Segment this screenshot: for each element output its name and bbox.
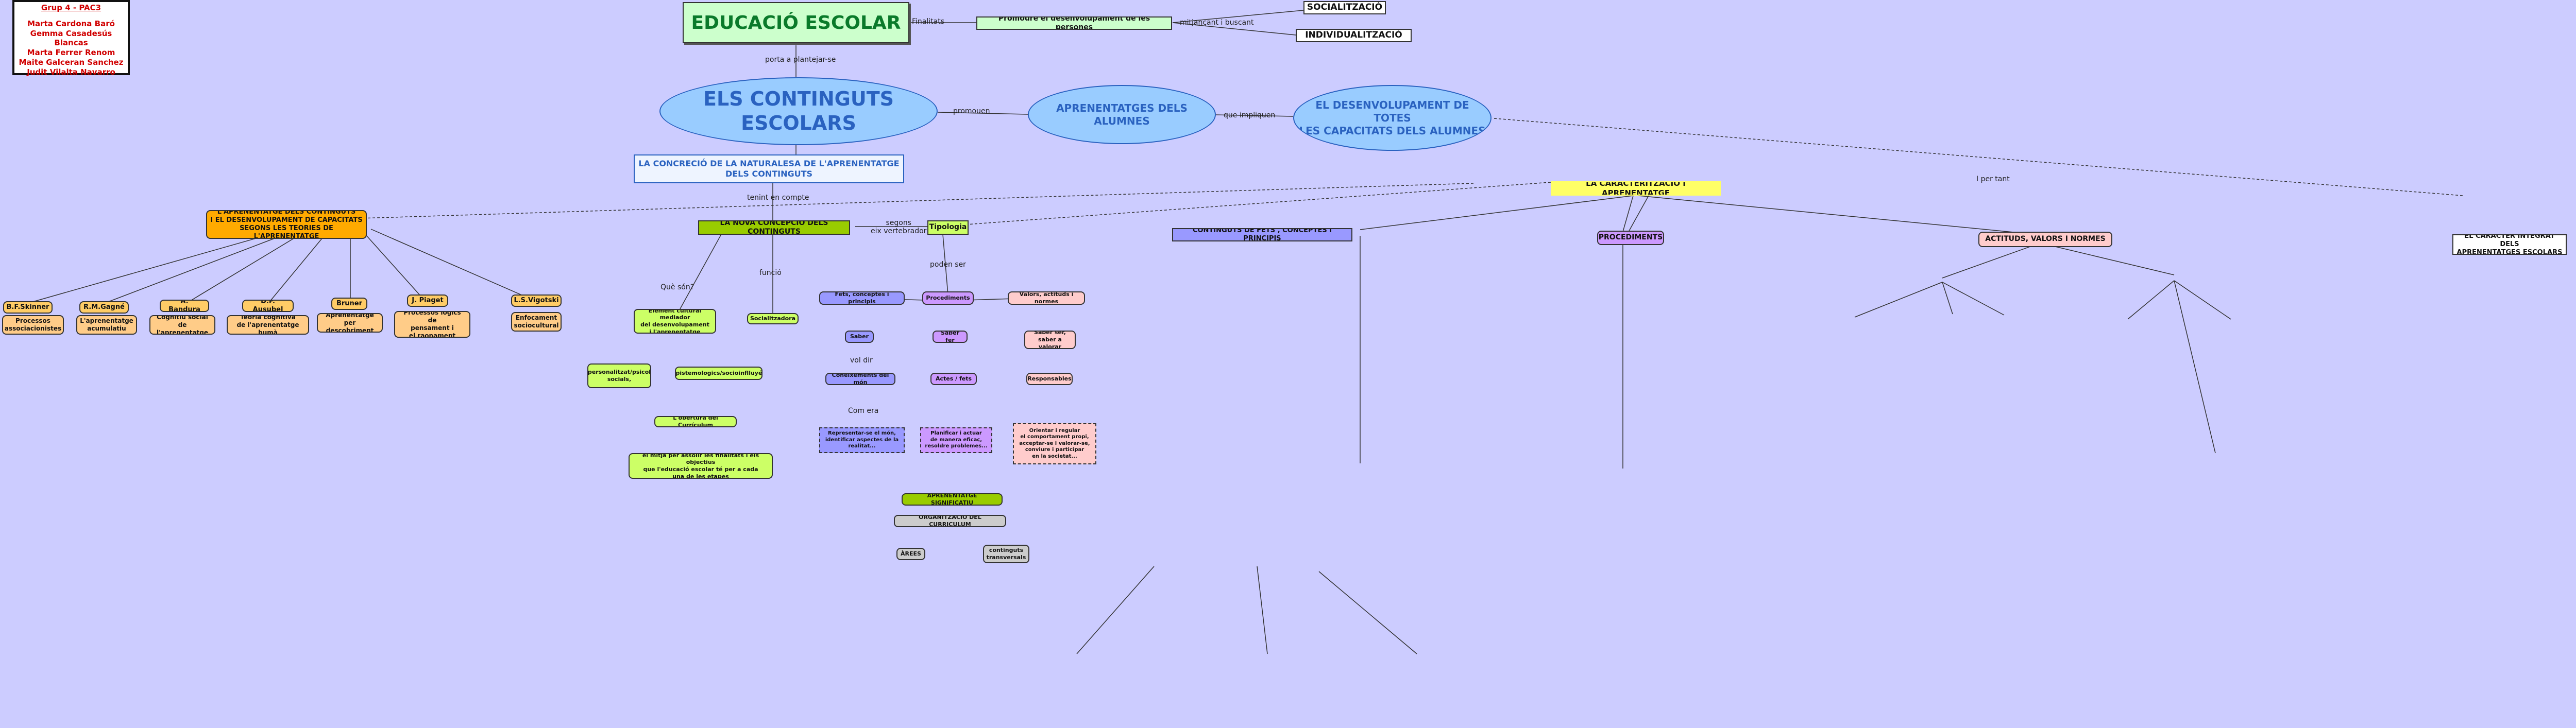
continguts-escolars-ellipse: ELS CONTINGUTS ESCOLARS: [659, 77, 938, 145]
tipologia-node: Tipologia: [927, 220, 969, 235]
concrecio-node: LA CONCRECIÓ DE LA NATURALESA DE L'APREN…: [634, 154, 904, 183]
procediments-node: PROCEDIMENTS: [1597, 231, 1664, 245]
planificar-node: Planificar i actuar de manera eficaç, re…: [920, 427, 992, 453]
ensenyar-node: el mitjà per assolir les finalitats i el…: [629, 453, 773, 479]
arees-node: ÀREES: [896, 548, 925, 560]
continguts-transversals-node: continguts transversals: [983, 545, 1029, 563]
element-cultural-node: Element cultural mediador del desenvolup…: [634, 309, 716, 334]
porta-plantejar-label: porta a plantejar-se: [765, 56, 836, 64]
author-name: Marta Cardona Baró: [27, 19, 115, 28]
authors-title: Grup 4 - PAC3: [41, 3, 101, 12]
actituds-node: ACTITUDS, VALORS I NORMES: [1978, 232, 2112, 247]
vigotski-node: L.S.Vigotski: [511, 294, 562, 307]
skinner-node: B.F.Skinner: [3, 301, 53, 314]
funcio-label: funció: [759, 269, 782, 277]
author-name: Marta Ferrer Renom: [27, 48, 115, 57]
bandura-node: A. Bandura: [160, 300, 209, 312]
promoure-node: Promoure el desenvolupament de les perso…: [976, 16, 1172, 30]
epistemologics-node: epistemologics/socioinflluyéc: [675, 367, 762, 380]
poden-ser-label: poden ser: [930, 261, 966, 269]
vol-dir-label: vol dir: [850, 356, 873, 365]
fets-principis-node: Fets, conceptes i principis: [819, 291, 905, 305]
author-name: Maite Galceran Sanchez: [19, 57, 124, 67]
author-name: Judit Vilalta Navarro: [27, 67, 115, 77]
tenint-compte-label: tenint en compte: [747, 194, 809, 202]
caracter-integrat-node: EL CARÀCTER INTEGRAT DELS APRENENTATGES …: [2452, 234, 2567, 255]
cognitiu-social-node: Cognitiu social de l'aprenentatge: [149, 315, 215, 335]
segons-label: segons eix vertebrador: [871, 219, 927, 235]
bruner-node: Bruner: [331, 298, 367, 310]
personalitzat-node: personalitzat/psicol socials,: [587, 363, 651, 388]
nova-concepcio-node: LA NOVA CONCEPCIÓ DELS CONTINGUTS: [698, 220, 850, 235]
fets-conceptes-node: CONTINGUTS DE FETS , CONCEPTES I PRINCIP…: [1172, 228, 1352, 241]
obertura-node: L'obertura del Currículum: [654, 416, 737, 427]
aprenentatge-significatiu-node: APRENENTATGE SIGNIFICATIU: [902, 493, 1003, 506]
saber-ser-node: Saber ser, saber a valorar: [1024, 331, 1076, 349]
coneixements-node: Coneixements del món: [825, 373, 895, 385]
acumulatiu-node: L'aprenentatge acumulatiu: [76, 315, 137, 335]
proc-assoc-node: Processos associacionistes: [2, 315, 64, 335]
teoria-cognitiva-node: Teoria cognitiva de l'aprenentatge humà: [227, 315, 309, 335]
orientar-node: Orientar i regular el comportament propi…: [1013, 423, 1096, 464]
valors-node: Valors, actituds i normes: [1008, 291, 1085, 305]
representar-node: Representar-se el món, identificar aspec…: [819, 427, 905, 453]
mitjancant-label: mitjançant i buscant: [1180, 19, 1254, 27]
gagne-node: R.M.Gagné: [79, 301, 129, 314]
promouen-label: promouen: [953, 107, 990, 115]
per-descobriment-node: Aprenentatge per descobriment: [317, 313, 383, 333]
desenvolupament-ellipse: EL DESENVOLUPAMENT DE TOTES LES CAPACITA…: [1293, 85, 1492, 151]
saber-node: Saber: [845, 331, 874, 343]
finalitats-label: Finalitats: [912, 18, 945, 26]
enfocament-node: Enfocament sociocultural: [511, 312, 562, 332]
responsables-node: Responsables: [1026, 373, 1073, 385]
aprenentatge-continguts-node: L'APRENENTATGE DELS CONTINGUTS I EL DESE…: [206, 210, 367, 239]
title-educacio-escolar: EDUCACIÓ ESCOLAR: [683, 2, 909, 43]
socialitzacio-node: SOCIALITZACIÓ: [1303, 1, 1386, 14]
procediments-type-node: Procediments: [922, 291, 974, 305]
socialitzadora-node: Socialitzadora: [747, 313, 799, 324]
caracteritzacio-node: LA CARACTERITZACIÓ I APRENENTATGE: [1551, 181, 1721, 196]
author-name: Gemma Casadesús Blancas: [30, 28, 112, 48]
piaget-node: J. Piaget: [407, 294, 448, 307]
logics-node: Processos lògics de pensament i el raona…: [394, 311, 470, 338]
aprenentatges-ellipse: APRENENTATGES DELS ALUMNES: [1028, 85, 1216, 144]
com-era-label: Com era: [848, 407, 879, 415]
per-tant-label: I per tant: [1976, 175, 2010, 183]
authors-box: Grup 4 - PAC3 Marta Cardona Baró Gemma C…: [12, 0, 130, 77]
que-impliquen-label: que impliquen: [1224, 111, 1276, 119]
que-son-label: Què són?: [660, 283, 694, 291]
individualitzacio-node: INDIVIDUALITZACIÓ: [1296, 29, 1412, 42]
ausubel-node: D.P. Ausubel: [242, 300, 294, 312]
actes-node: Actes / fets: [930, 373, 977, 385]
organitzacio-node: ORGANITZACIÓ DEL CURRICULUM: [894, 515, 1006, 527]
saber-fer-node: Saber fer: [933, 331, 968, 343]
